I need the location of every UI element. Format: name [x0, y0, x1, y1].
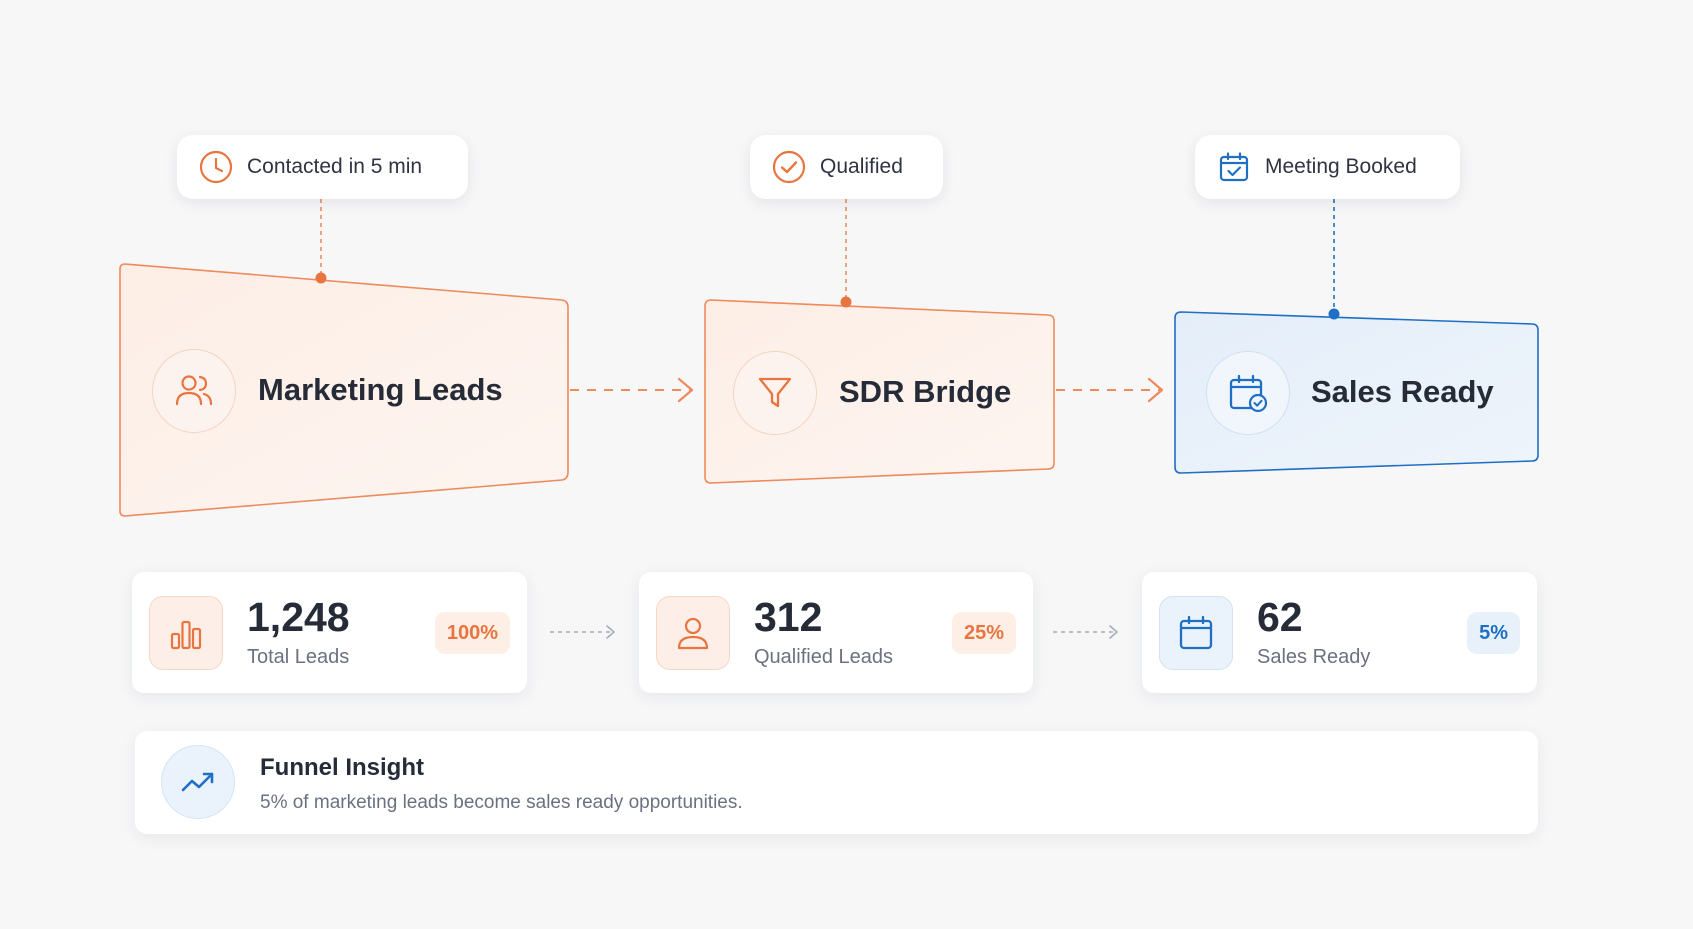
badge-label: Contacted in 5 min — [247, 155, 423, 178]
badge-meeting-booked: Meeting Booked — [1195, 135, 1460, 199]
user-icon — [656, 596, 730, 670]
stat-value: 1,248 — [247, 594, 350, 640]
stat-value: 62 — [1257, 594, 1303, 640]
badge-qualified: Qualified — [750, 135, 943, 199]
connector-dot-contacted — [315, 272, 327, 284]
stage-label-sdr-bridge: SDR Bridge — [839, 374, 1012, 409]
stat-value: 312 — [754, 594, 823, 640]
badge-contacted: Contacted in 5 min — [177, 135, 468, 199]
stage-shape-sdr-bridge — [704, 299, 1055, 484]
stage-label-sales-ready: Sales Ready — [1311, 374, 1494, 409]
percent-badge: 5% — [1467, 612, 1520, 654]
insight-text: 5% of marketing leads become sales ready… — [260, 792, 743, 813]
clock-icon — [199, 150, 233, 184]
users-icon — [152, 349, 236, 433]
badge-label: Meeting Booked — [1265, 155, 1417, 178]
arrow-stat-2-to-3 — [1053, 625, 1118, 639]
stat-label: Sales Ready — [1257, 646, 1371, 668]
bar-chart-icon — [149, 596, 223, 670]
stage-label-marketing-leads: Marketing Leads — [258, 372, 503, 407]
percent-badge: 25% — [951, 612, 1016, 654]
percent-badge: 100% — [434, 612, 510, 654]
connector-dot-meeting — [1328, 308, 1340, 320]
check-circle-icon — [772, 150, 806, 184]
calendar-check-icon — [1217, 150, 1251, 184]
calendar-check-icon — [1206, 351, 1290, 435]
trend-up-icon — [161, 745, 235, 819]
connector-dot-qualified — [840, 296, 852, 308]
badge-label: Qualified — [820, 155, 903, 178]
stat-card-sales-ready: 62 Sales Ready 5% — [1142, 572, 1537, 693]
calendar-icon — [1159, 596, 1233, 670]
stat-label: Qualified Leads — [754, 646, 893, 668]
funnel-insight-card: Funnel Insight 5% of marketing leads bec… — [135, 731, 1538, 834]
arrow-stage-2-to-3 — [1056, 377, 1164, 403]
insight-title: Funnel Insight — [260, 754, 424, 781]
stat-card-qualified-leads: 312 Qualified Leads 25% — [639, 572, 1033, 693]
filter-icon — [733, 351, 817, 435]
arrow-stage-1-to-2 — [570, 377, 694, 403]
stage-shape-sales-ready — [1174, 311, 1539, 474]
arrow-stat-1-to-2 — [550, 625, 615, 639]
stage-shape-marketing-leads — [119, 263, 569, 517]
stat-card-total-leads: 1,248 Total Leads 100% — [132, 572, 527, 693]
stat-label: Total Leads — [247, 646, 350, 668]
